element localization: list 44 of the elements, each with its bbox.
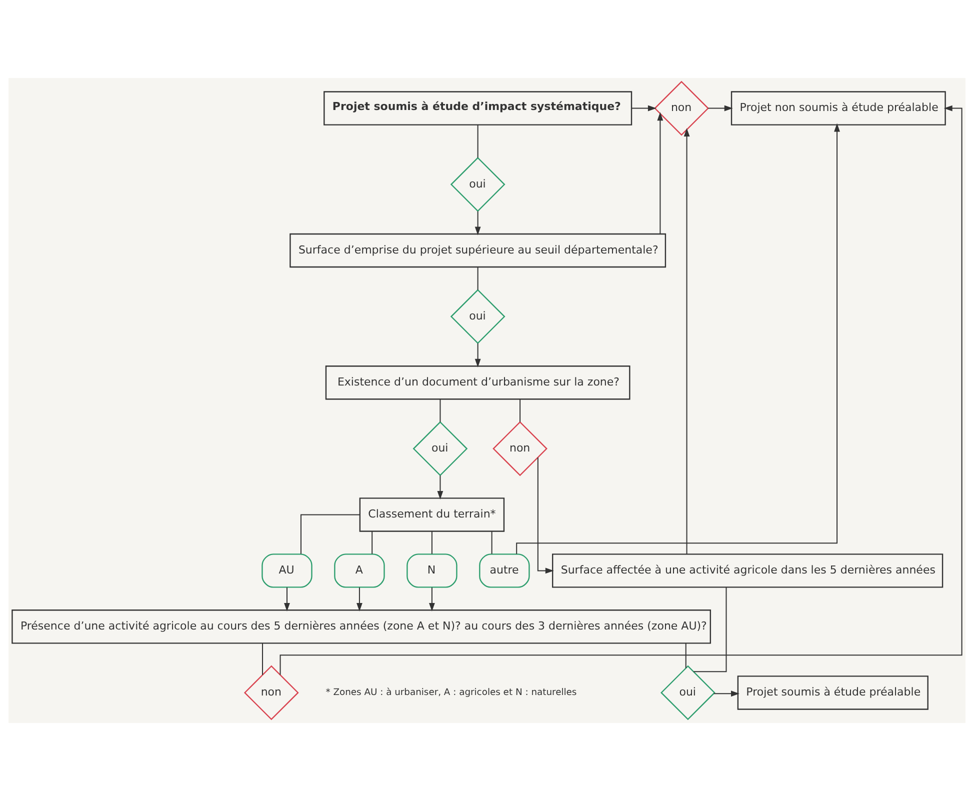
connector bbox=[491, 531, 492, 554]
connector bbox=[300, 514, 360, 554]
node-diamond: oui bbox=[412, 420, 468, 476]
connector bbox=[477, 266, 478, 290]
node-box: Surface d’emprise du projet supérieure au seuil départementale? bbox=[290, 232, 666, 268]
arrow bbox=[516, 122, 840, 554]
arrow bbox=[684, 128, 690, 554]
node-box: Existence d’un document d’urbanisme sur la zone? bbox=[325, 365, 630, 400]
connector bbox=[520, 398, 521, 422]
connector bbox=[685, 642, 686, 668]
arrow bbox=[632, 104, 656, 111]
node-box: N bbox=[406, 553, 458, 588]
arrow bbox=[428, 586, 435, 611]
arrow bbox=[474, 342, 481, 367]
connector bbox=[440, 398, 441, 422]
arrow bbox=[657, 112, 664, 234]
node-box: Projet non soumis à étude préalable bbox=[730, 90, 946, 125]
node-box: A bbox=[334, 553, 385, 588]
arrow bbox=[714, 690, 740, 696]
node-diamond: oui bbox=[660, 664, 716, 720]
node-box: Projet soumis à étude préalable bbox=[737, 675, 928, 710]
node-diamond: non bbox=[492, 420, 548, 476]
arrow bbox=[437, 475, 444, 499]
connector bbox=[431, 531, 432, 554]
node-box: autre bbox=[479, 553, 530, 588]
node-box: AU bbox=[262, 553, 312, 588]
label: * Zones AU : à urbaniser, A : agricoles et N : naturelles bbox=[326, 686, 577, 698]
node-box: Projet soumis à étude d’impact systématique? bbox=[324, 90, 632, 125]
node-diamond: non bbox=[244, 664, 299, 720]
connector bbox=[262, 642, 264, 674]
arrow bbox=[280, 104, 962, 674]
node-box: Présence d’une activité agricole au cours des 5 dernières années (zone A et N)? au cours des 3 dernières années (zone AU)? bbox=[12, 609, 711, 644]
arrow bbox=[356, 586, 362, 611]
node-diamond: oui bbox=[450, 156, 506, 212]
node-box: Surface affectée à une activité agricole dans les 5 dernières années bbox=[552, 553, 944, 588]
arrow bbox=[708, 104, 733, 111]
node-diamond: oui bbox=[450, 288, 506, 344]
connector bbox=[477, 124, 478, 158]
connector bbox=[372, 531, 373, 554]
arrow bbox=[474, 210, 481, 235]
arrow bbox=[284, 586, 290, 611]
node-box: Classement du terrain* bbox=[359, 497, 505, 532]
arrow bbox=[537, 456, 554, 574]
connector bbox=[694, 586, 727, 672]
